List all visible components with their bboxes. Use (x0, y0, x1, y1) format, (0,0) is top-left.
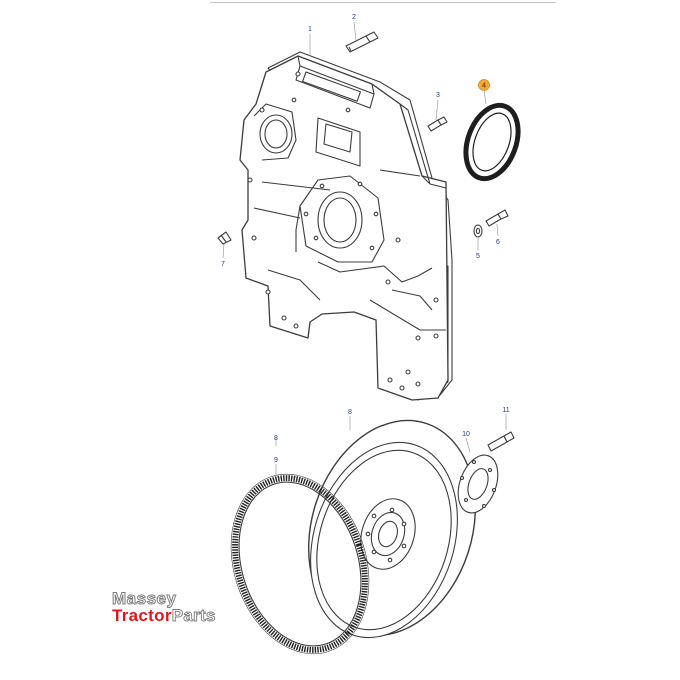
bolt-part-6[interactable] (485, 209, 509, 227)
top-divider (210, 2, 556, 3)
bolt-part-3[interactable] (427, 116, 448, 132)
callout-2: 2 (352, 14, 356, 21)
brand-logo: Massey TractorParts (112, 589, 216, 625)
seal-ring-part-4[interactable] (456, 98, 527, 186)
ring-gear-part-9[interactable] (209, 456, 391, 672)
callout-3: 3 (436, 92, 440, 99)
callout-11: 11 (502, 407, 509, 414)
callout-10: 10 (462, 431, 470, 438)
rear-plate-part-1[interactable] (239, 51, 453, 401)
bolt-part-2[interactable] (345, 31, 379, 53)
plate-part-10[interactable] (451, 450, 505, 519)
callout-8b: 8 (348, 409, 352, 416)
callout-7: 7 (221, 261, 225, 268)
bolt-part-7[interactable] (217, 231, 232, 245)
callout-9: 9 (274, 457, 278, 464)
logo-word-red: Tractor (112, 606, 172, 625)
logo-line-2: TractorParts (112, 606, 216, 625)
flywheel-part-8[interactable] (282, 399, 502, 658)
logo-line-1: Massey (112, 589, 177, 608)
leader-lines (222, 21, 507, 476)
callout-4: 4 (482, 83, 486, 90)
logo-word-light: Parts (171, 606, 216, 625)
callout-5: 5 (476, 253, 480, 260)
callout-labels: 1 2 3 4 5 6 7 8 9 8 10 11 (221, 14, 510, 464)
washer-part-5[interactable] (473, 224, 483, 238)
bolt-part-11[interactable] (487, 431, 515, 452)
callout-1: 1 (308, 26, 312, 33)
callout-8: 8 (274, 435, 278, 442)
callout-6: 6 (496, 239, 500, 246)
highlight-badge (478, 79, 490, 91)
